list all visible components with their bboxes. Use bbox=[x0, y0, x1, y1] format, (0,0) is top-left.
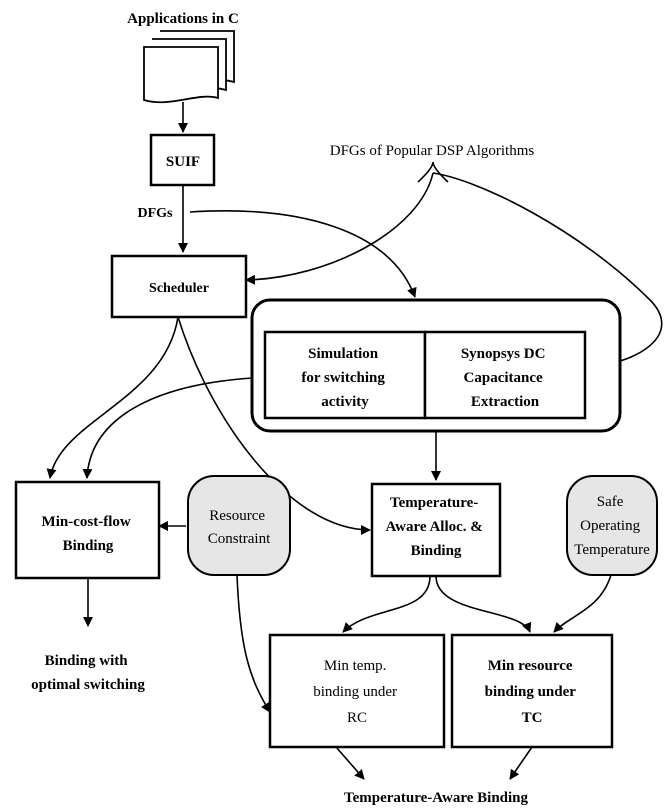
characterization-module: Simulation for switching activity Synops… bbox=[250, 298, 622, 433]
mintemp-node: Min temp. binding under RC bbox=[268, 633, 446, 749]
safe-line-2: Operating bbox=[580, 518, 640, 534]
synopsys-line-2: Capacitance bbox=[464, 370, 543, 386]
svg-text:Min-cost-flow Binding: Min-cost-flow Binding bbox=[42, 514, 135, 554]
scheduler-label: Scheduler bbox=[149, 281, 209, 296]
tempaware-line-3: Binding bbox=[411, 543, 462, 559]
edge-resource-to-mintemp bbox=[236, 574, 271, 713]
edge-tempaware-to-mintemp bbox=[342, 575, 431, 633]
tempaware-node: Temperature- Aware Alloc. & Binding bbox=[370, 482, 502, 578]
simulation-line-2: for switching bbox=[301, 370, 385, 386]
minres-node: Min resource binding under TC bbox=[450, 633, 614, 749]
dsp-algorithms-node: DFGs of Popular DSP Algorithms bbox=[330, 143, 535, 183]
svg-text:Min resource binding und: Min resource binding under TC bbox=[485, 658, 580, 726]
safe-temperature-node: Safe Operating Temperature bbox=[566, 475, 658, 576]
final-output-label: Temperature-Aware Binding bbox=[344, 790, 529, 806]
svg-text:Temperature- Aware Alloc: Temperature- Aware Alloc. & Binding bbox=[385, 495, 486, 559]
dsp-label: DFGs of Popular DSP Algorithms bbox=[330, 143, 535, 159]
safe-line-3: Temperature bbox=[574, 542, 650, 558]
resource-line-2: Constraint bbox=[208, 531, 271, 547]
edge-mintemp-to-final bbox=[335, 746, 365, 780]
tempaware-line-1: Temperature- bbox=[390, 495, 478, 511]
minres-line-2: binding under bbox=[485, 684, 577, 700]
edges bbox=[46, 102, 663, 780]
applications-in-c: Applications in C bbox=[127, 11, 239, 104]
svg-text:Min temp. binding under: Min temp. binding under RC bbox=[313, 658, 401, 726]
svg-text:Binding with optimal swi: Binding with optimal switching bbox=[31, 653, 145, 693]
svg-text:Safe Operating Tem: Safe Operating Temperature bbox=[574, 494, 650, 558]
synopsys-line-1: Synopsys DC bbox=[461, 346, 546, 362]
mincost-node: Min-cost-flow Binding bbox=[14, 480, 161, 580]
scheduler-node: Scheduler bbox=[110, 254, 248, 319]
edge-tempaware-to-minres bbox=[435, 575, 532, 633]
document-stack-icon bbox=[143, 30, 235, 104]
resource-line-1: Resource bbox=[209, 508, 265, 524]
suif-label: SUIF bbox=[166, 154, 200, 170]
mintemp-line-2: binding under bbox=[313, 684, 397, 700]
mintemp-line-3: RC bbox=[347, 710, 367, 726]
tempaware-line-2: Aware Alloc. & bbox=[385, 519, 482, 535]
minres-line-1: Min resource bbox=[488, 658, 573, 674]
mincost-line-1: Min-cost-flow bbox=[42, 514, 131, 530]
svg-text:Synopsys DC Capacitanc: Synopsys DC Capacitance Extraction bbox=[461, 346, 549, 410]
safe-line-1: Safe bbox=[597, 494, 624, 510]
applications-label: Applications in C bbox=[127, 11, 239, 27]
optimal-switching-node: Binding with optimal switching bbox=[31, 653, 145, 693]
svg-text:Simulation for switchi: Simulation for switching activity bbox=[301, 346, 388, 410]
edge-dsp-to-module bbox=[432, 172, 663, 372]
optimal-line-1: Binding with bbox=[45, 653, 129, 669]
edge-minres-to-final bbox=[509, 746, 533, 780]
resource-constraint-node: Resource Constraint bbox=[187, 475, 291, 576]
dsp-brace bbox=[417, 161, 449, 183]
edge-scheduler-to-tempaware bbox=[177, 316, 371, 535]
mincost-line-2: Binding bbox=[63, 538, 114, 554]
edge-dfgs-to-module bbox=[189, 210, 417, 298]
edge-scheduler-to-mincost bbox=[46, 316, 179, 479]
optimal-line-2: optimal switching bbox=[31, 677, 145, 693]
suif-node: SUIF bbox=[149, 133, 216, 187]
edge-dsp-to-scheduler bbox=[245, 172, 434, 285]
simulation-line-1: Simulation bbox=[308, 346, 379, 362]
simulation-line-3: activity bbox=[321, 394, 369, 410]
synopsys-line-3: Extraction bbox=[471, 394, 540, 410]
edge-safe-to-minres bbox=[553, 574, 612, 633]
svg-text:Resource Constraint: Resource Constraint bbox=[208, 508, 271, 547]
mintemp-line-1: Min temp. bbox=[324, 658, 387, 674]
simulation-box: Simulation for switching activity bbox=[263, 330, 427, 420]
minres-line-3: TC bbox=[522, 710, 543, 726]
synopsys-box: Synopsys DC Capacitance Extraction bbox=[423, 330, 587, 420]
edge-simulation-to-mincost bbox=[82, 377, 253, 479]
dfgs-label: DFGs bbox=[138, 206, 174, 221]
